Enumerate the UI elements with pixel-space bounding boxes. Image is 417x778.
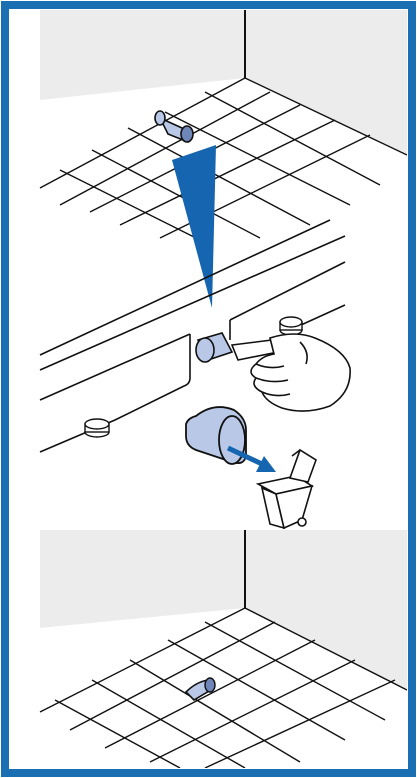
pipe-stub-icon: [186, 678, 215, 700]
leveling-foot-icon: [85, 419, 109, 437]
left-wall: [40, 10, 245, 100]
right-wall: [245, 530, 407, 690]
hand-with-knife-icon: [232, 334, 350, 411]
top-floor-corner: [40, 10, 407, 240]
pipe-cap-icon: [186, 407, 246, 464]
left-wall: [40, 530, 245, 628]
right-wall: [245, 10, 407, 155]
appliance-pipe-stub: [196, 333, 232, 362]
bottom-floor-corner: [40, 530, 407, 768]
leveling-foot-icon: [280, 317, 302, 335]
